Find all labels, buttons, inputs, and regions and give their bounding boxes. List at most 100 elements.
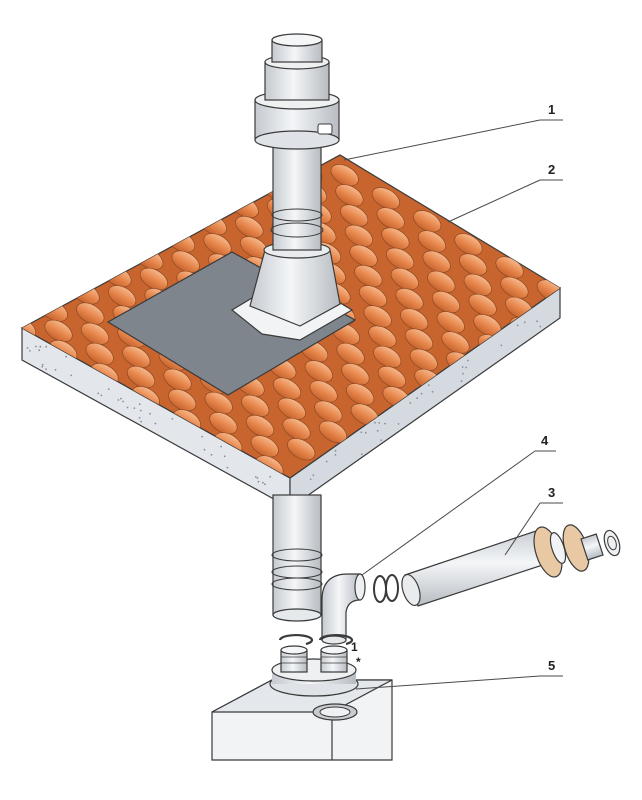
board-speckle [220,445,223,448]
roof-tile [363,305,392,328]
board-speckle [171,418,174,420]
board-speckle [467,359,469,362]
roof-tile [454,233,483,256]
board-speckle [126,406,129,409]
roof-tile [245,414,275,438]
roof-tile [314,400,343,423]
board-speckle [309,478,312,481]
vertical-pipe-below-roof [271,494,323,622]
board-speckle [516,324,519,327]
board-speckle [38,349,41,352]
roof-tile [395,288,424,311]
asterisk-mark: * [356,655,361,669]
roof-tile [381,227,410,250]
callout-4: 4 [541,433,549,448]
board-speckle [140,420,143,423]
board-speckle [409,402,412,404]
roof-tile [80,322,110,345]
seal-index-mark: 1 [351,640,358,654]
board-speckle [500,344,503,347]
board-speckle [107,388,110,390]
roof-tile [168,388,197,412]
board-speckle [428,384,430,386]
board-speckle [431,390,434,393]
roof-tile [468,293,497,317]
vertical-pipe-upper [272,137,322,251]
board-speckle [29,349,31,352]
board-speckle [264,483,266,486]
roof-tile [373,345,402,369]
boiler-adapter [211,634,393,761]
board-speckle [117,399,120,401]
board-speckle [45,368,47,371]
roof-tile [436,311,465,334]
roof-tile [203,233,232,256]
board-speckle [226,466,229,469]
callout-3: 3 [548,485,555,500]
board-speckle [416,397,418,400]
board-speckle [138,403,141,406]
roof-tile [335,184,364,207]
board-speckle [397,423,400,425]
roof-tile [336,342,365,366]
board-speckle [465,366,467,369]
horizontal-wall-terminal [401,524,621,607]
roof-tile [344,224,373,247]
board-speckle [523,321,526,324]
roof-tile [377,365,406,389]
board-speckle [138,417,141,419]
roof-tile [422,250,451,273]
board-speckle [41,365,44,368]
roof-tile [309,380,338,403]
board-speckle [334,453,337,456]
roof-tile [272,377,302,400]
roof-tile [427,270,456,294]
roof-tile [346,383,375,406]
roof-tile [500,276,529,299]
board-speckle [35,345,37,348]
board-speckle [254,476,257,478]
roof-tile [409,348,438,371]
roof-tile [304,360,333,383]
board-speckle [223,455,226,458]
roof-tile [441,331,470,354]
board-speckle [269,475,272,478]
roof-tile [340,204,369,227]
roof-tile [371,187,400,210]
board-speckle [257,480,260,483]
roof-tile [417,230,446,253]
roof-tile [235,215,264,239]
roof-tile [163,368,192,392]
roof-board-texture [26,320,542,500]
board-speckle [374,421,376,424]
roof-tile [386,247,415,270]
board-speckle [97,392,100,395]
board-speckle [70,374,73,377]
roof-tile [139,267,168,291]
roof-tile [44,319,73,343]
roof-tile [368,325,397,348]
board-speckle [45,345,48,348]
board-speckle [539,325,542,328]
board-speckle [462,372,464,375]
board-speckle [203,448,206,451]
roof-tile [413,210,442,233]
roof-tile [349,244,378,268]
board-speckle [256,477,259,479]
leader-lines [343,119,563,690]
board-speckle [54,368,57,371]
board-speckle [133,407,136,409]
roof-tile [122,345,151,369]
roof-tile [209,412,238,435]
roof-tile [85,342,114,366]
board-speckle [325,460,328,463]
callout-5: 5 [548,658,555,673]
roof-tile [358,285,388,308]
board-speckle [334,449,337,452]
board-speckle [100,394,103,397]
roof-tile [431,290,461,314]
roof-tile [171,250,200,273]
roof-tile [354,264,383,288]
board-speckle [380,439,383,441]
board-speckle [210,453,213,456]
